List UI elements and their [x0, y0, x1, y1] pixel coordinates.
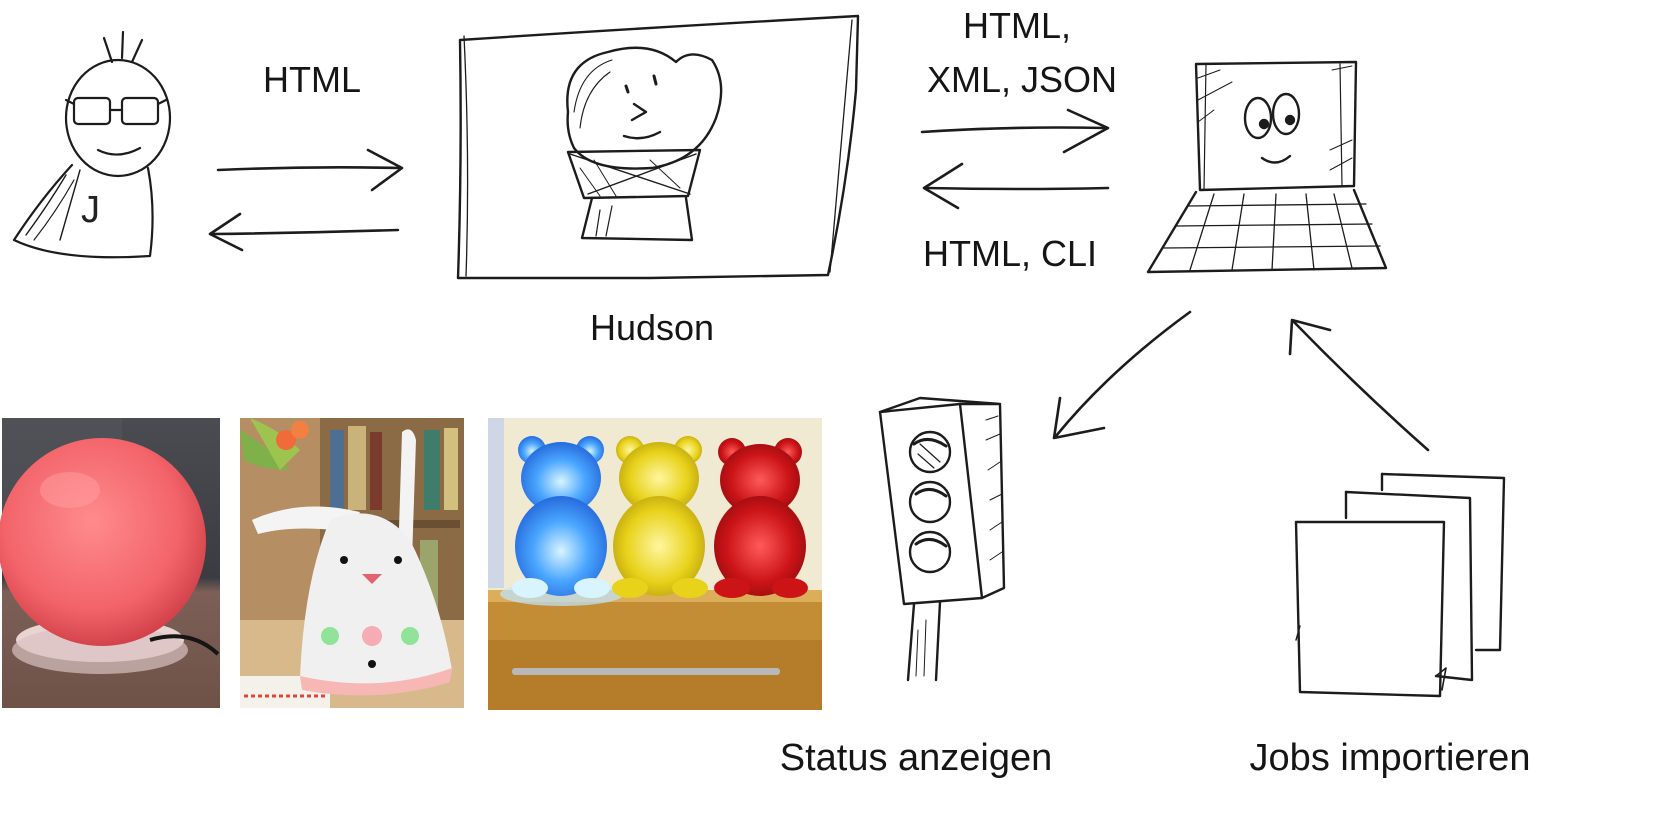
gummy-bear-lamps-photo: [488, 418, 822, 710]
white-rabbit-device-photo: [240, 418, 464, 708]
label-hudson: Hudson: [590, 307, 714, 348]
arrow-hudson-to-computer: [920, 108, 1110, 154]
glowing-red-lamp-photo: [0, 418, 220, 708]
arrow-user-to-hudson: [216, 148, 404, 192]
blue-gummy-bear: [512, 436, 610, 598]
label-status-anzeigen: Status anzeigen: [780, 737, 1053, 779]
label-user-to-hudson: HTML: [263, 59, 361, 100]
laptop-sketch-icon: [1146, 60, 1388, 274]
arrow-jobs-to-computer: [1288, 318, 1430, 452]
label-hudson-to-computer-line-1: HTML,: [963, 5, 1071, 46]
butler-portrait-sketch-icon: [456, 14, 860, 280]
traffic-light-sketch-icon: [878, 396, 1006, 682]
arrow-computer-to-status: [1052, 310, 1192, 440]
label-hudson-to-computer: HTML, XML, JSON: [927, 5, 1117, 100]
red-gummy-bear: [714, 438, 808, 598]
arrow-hudson-to-user: [208, 212, 400, 252]
label-jobs-importieren: Jobs importieren: [1250, 737, 1531, 779]
label-hudson-to-computer-line-2: XML, JSON: [927, 59, 1117, 100]
yellow-gummy-bear: [612, 436, 708, 598]
label-computer-to-hudson: HTML, CLI: [923, 233, 1097, 274]
document-stack-sketch-icon: [1294, 472, 1506, 698]
developer-sketch-icon: [12, 30, 172, 259]
user-shirt-letter: J: [81, 189, 100, 231]
arrow-computer-to-hudson: [922, 162, 1110, 210]
